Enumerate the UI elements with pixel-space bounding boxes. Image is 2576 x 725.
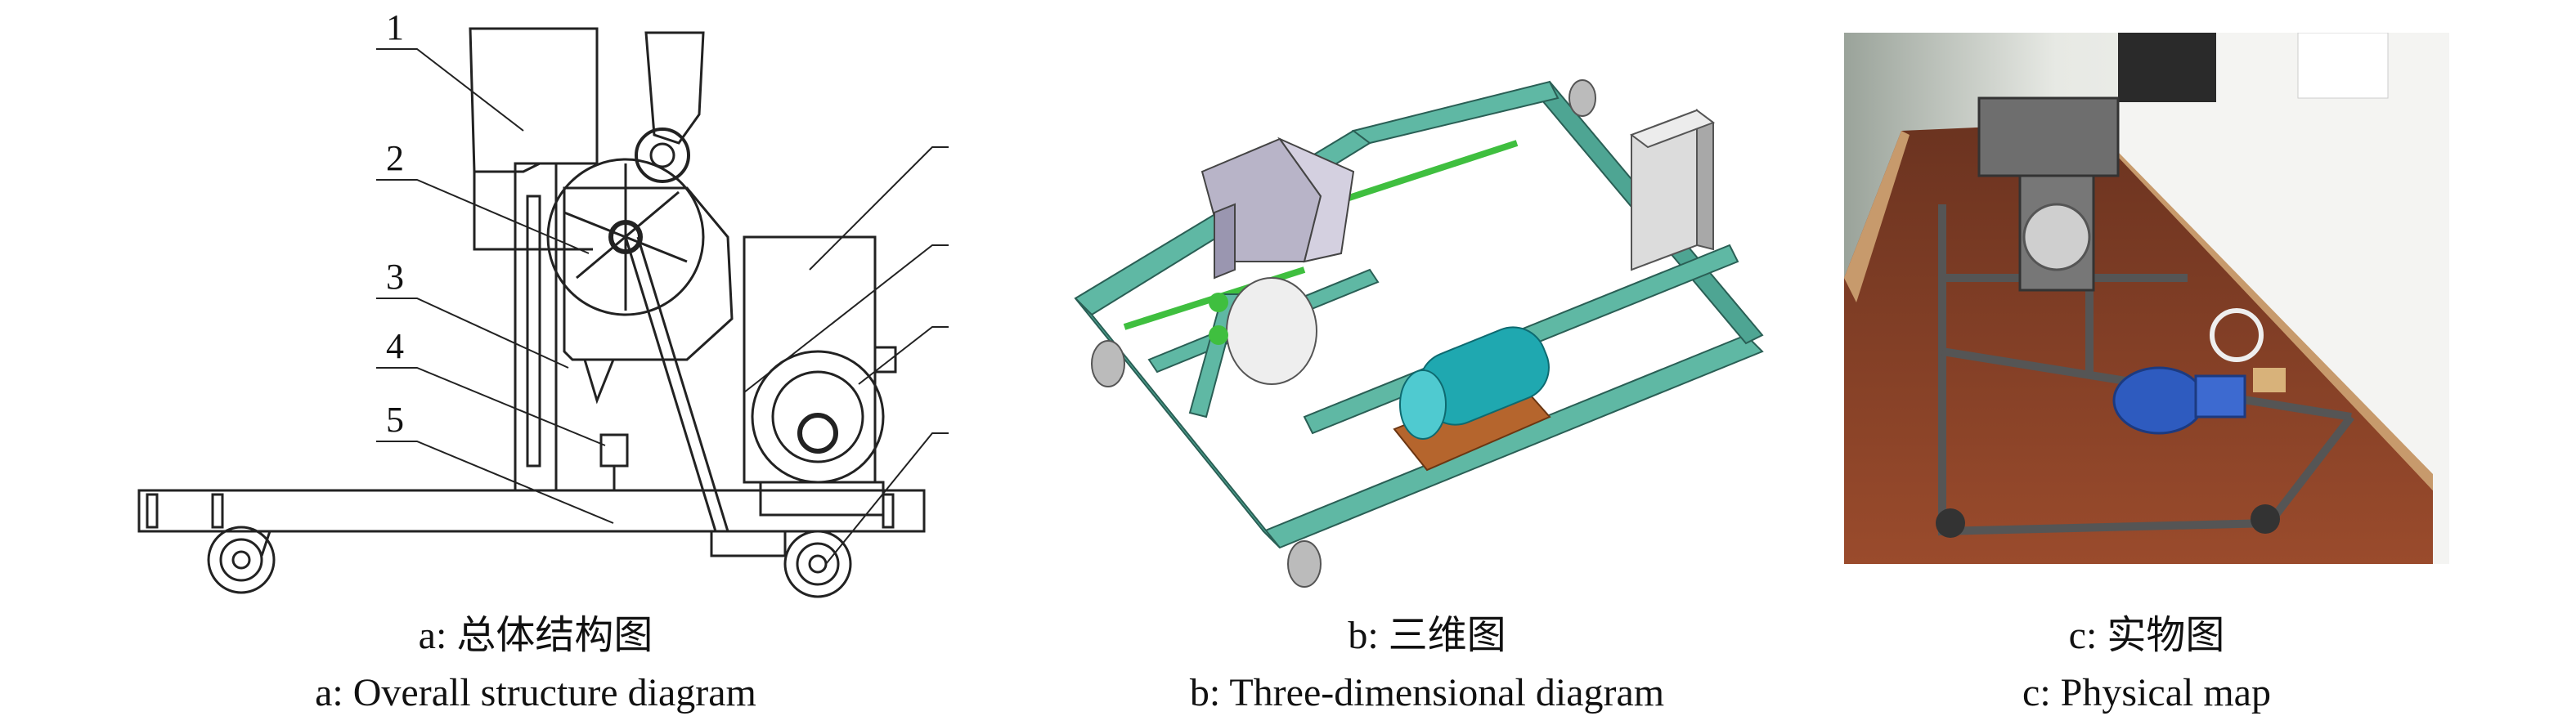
leader-lines [376, 48, 949, 565]
wheel-housing [563, 186, 734, 361]
seed-wheel-3d [1226, 277, 1317, 385]
frame-rail-top [1351, 80, 1560, 145]
soil-bed [1844, 123, 2433, 564]
hopper [469, 27, 599, 173]
part-label-5: 5 [386, 400, 404, 440]
drive-chain [624, 236, 717, 532]
part-label-2: 2 [386, 138, 404, 178]
part-label-4: 4 [386, 326, 404, 366]
cable-coil [2210, 308, 2264, 362]
upper-gear [635, 128, 690, 183]
photo-motor [2112, 366, 2206, 435]
caption-c-zh: c: 实物图 [2068, 614, 2225, 657]
base-frame [137, 489, 926, 533]
part-label-1: 1 [386, 7, 404, 47]
sensor [599, 433, 629, 468]
hopper-base [473, 172, 593, 251]
panel-3d-diagram: b: 三维图 b: Three-dimensional diagram [1059, 0, 1795, 714]
part-numbers: 1 2 3 4 5 6 7 8 9 [386, 7, 404, 440]
panel-structure-diagram: 1 2 3 4 5 6 7 8 9 a: 总体结构图 a: Overall st… [123, 0, 949, 714]
frame-rail-side [1075, 298, 1281, 548]
upper-bracket [644, 31, 705, 145]
structure-drawing: 1 2 3 4 5 6 7 8 9 [137, 7, 949, 598]
caption-b-en: b: Three-dimensional diagram [1189, 671, 1665, 714]
panel-physical-photo: c: 实物图 c: Physical map [1844, 33, 2449, 714]
caption-b-zh: b: 三维图 [1348, 614, 1506, 657]
caption-a-zh: a: 总体结构图 [418, 614, 653, 657]
front-wheel [207, 526, 276, 594]
caption-a-en: a: Overall structure diagram [315, 671, 756, 714]
photo [1844, 33, 2449, 564]
rear-wheel [783, 530, 852, 598]
3d-render [1074, 79, 1764, 588]
drive-box [743, 235, 877, 484]
part-label-3: 3 [386, 257, 404, 297]
blackboard [2118, 33, 2216, 102]
wheel-3d-3 [1568, 79, 1596, 117]
shaft-rear [1327, 140, 1519, 208]
side-plate [514, 162, 558, 492]
wheel-3d-2 [1287, 540, 1322, 588]
photo-hopper [1977, 96, 2120, 177]
seed-wheel [546, 158, 705, 316]
seed-chute [582, 358, 616, 405]
side-slot [526, 195, 541, 468]
wheel-3d-1 [1091, 340, 1125, 387]
caption-c-en: c: Physical map [2022, 671, 2271, 714]
